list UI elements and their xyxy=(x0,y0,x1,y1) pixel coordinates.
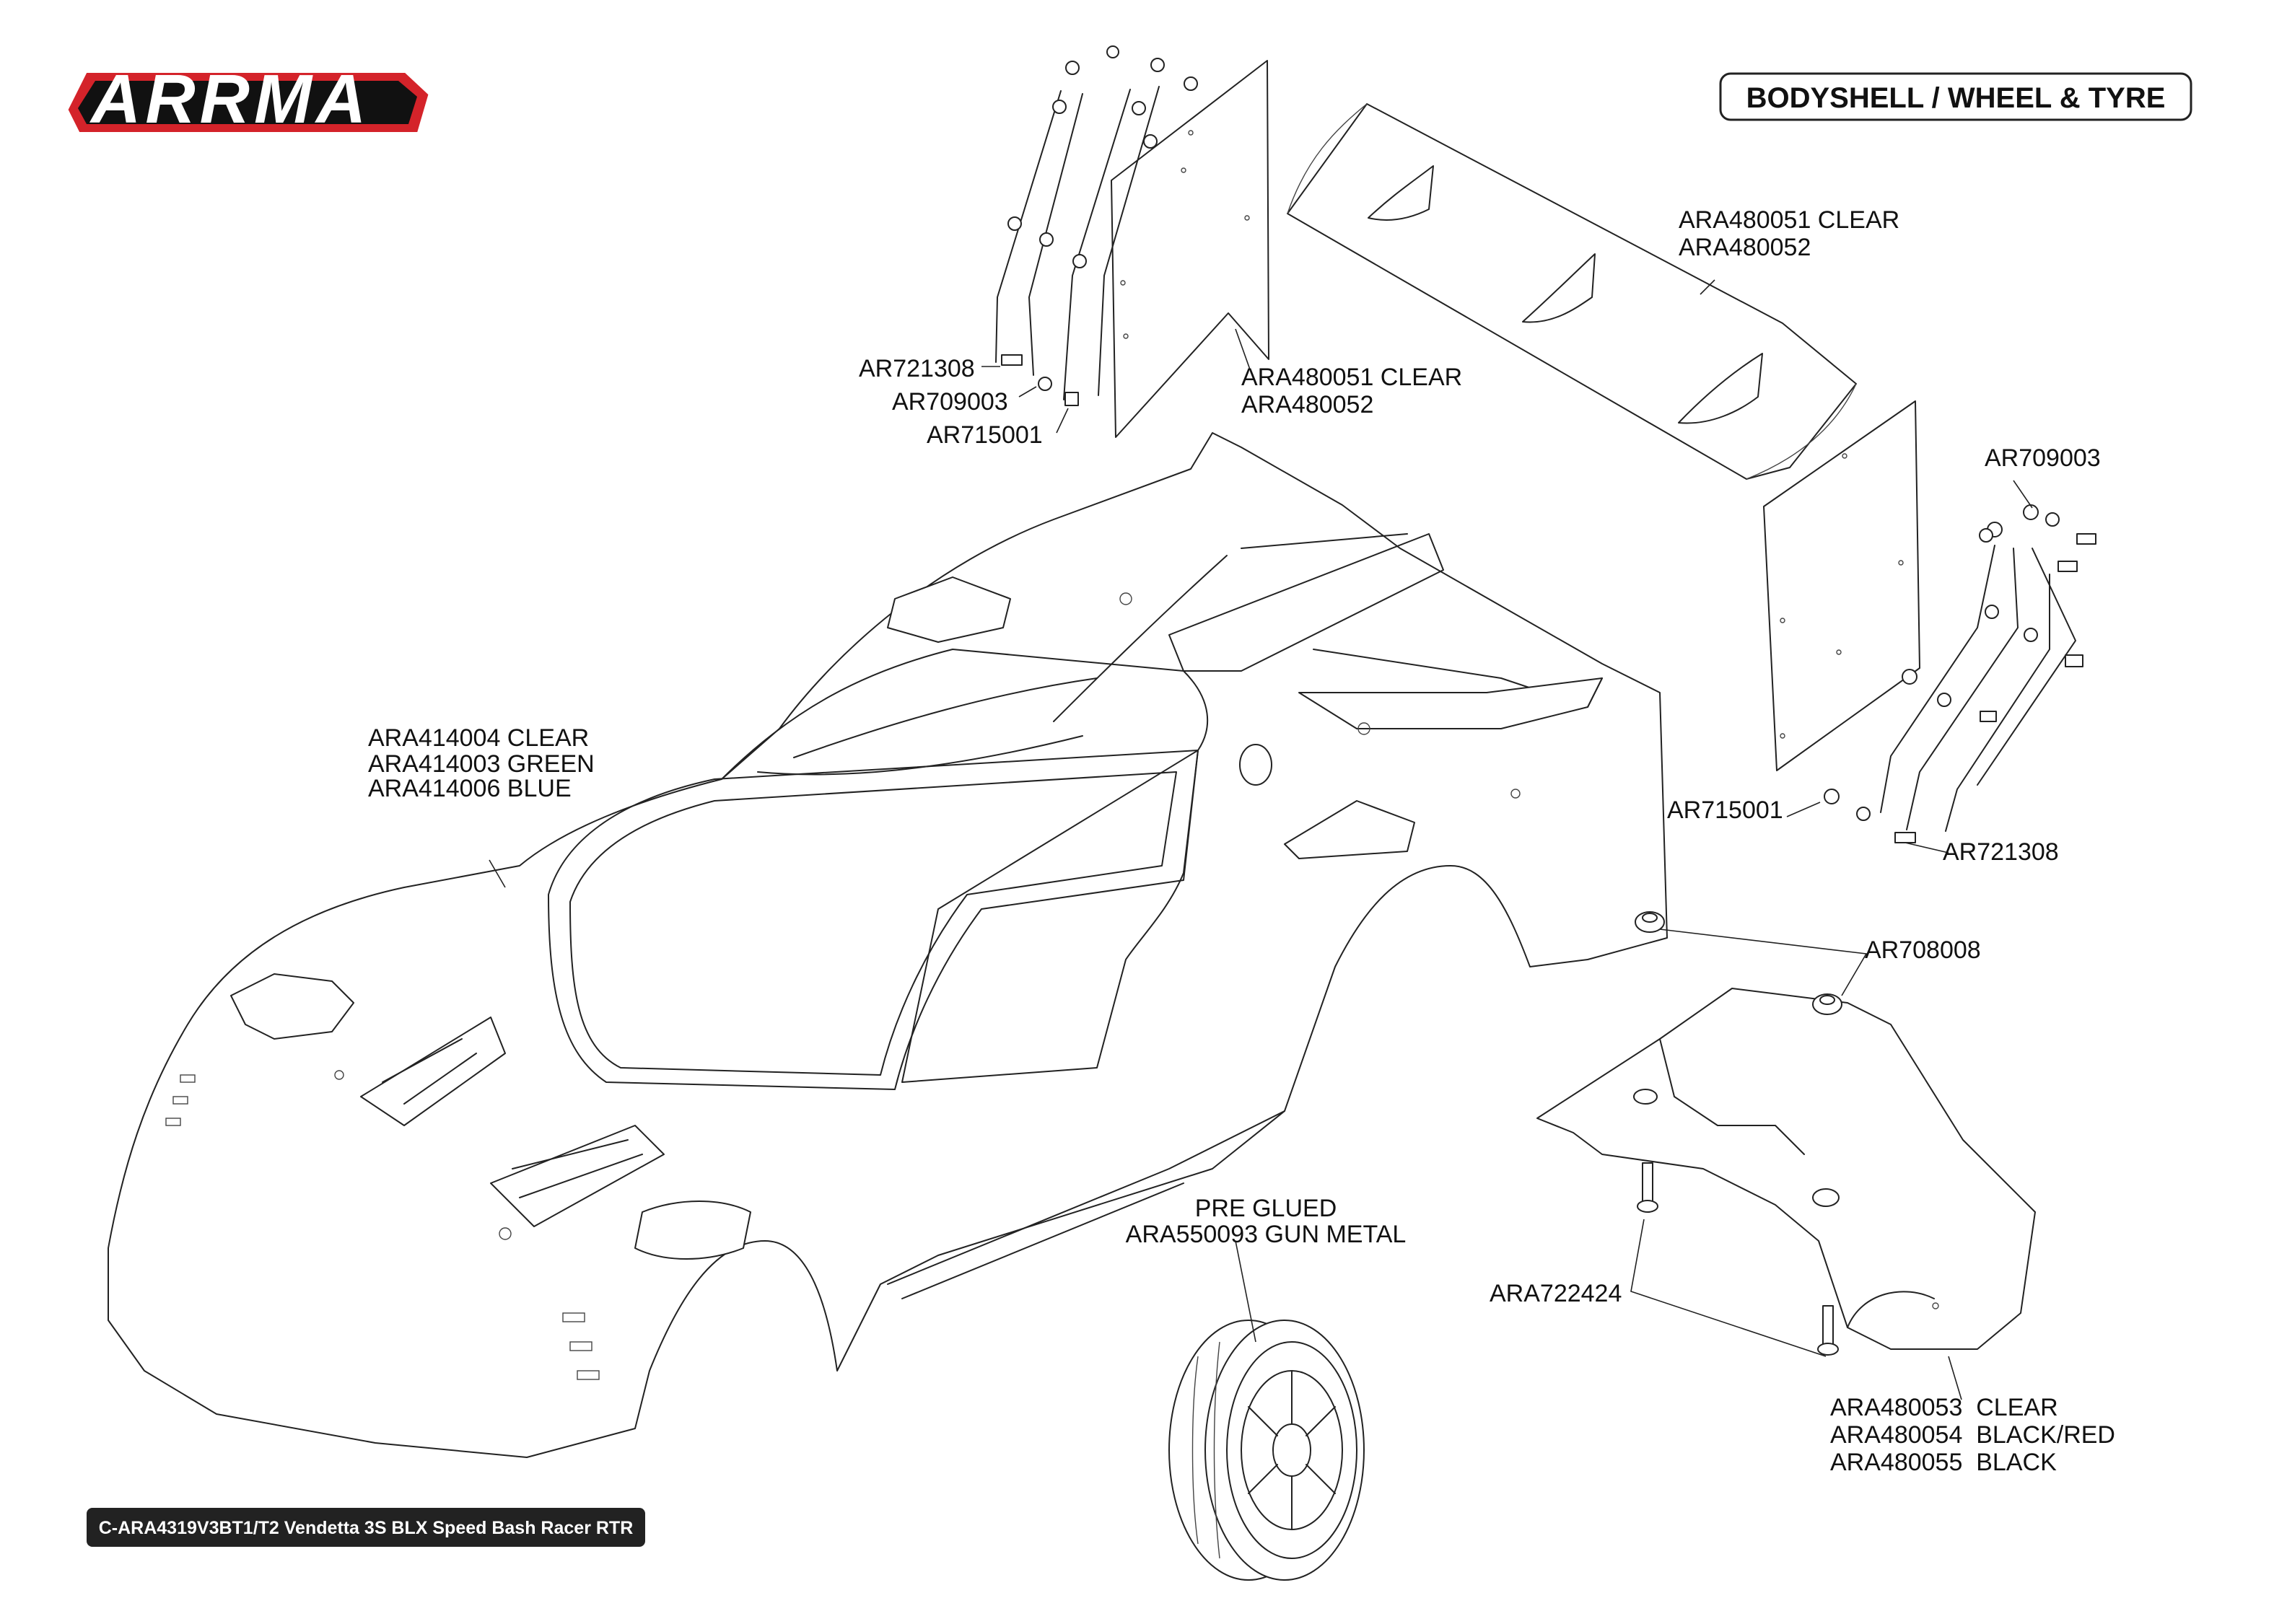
label-left-wing-plate-alt: ARA480052 xyxy=(1241,391,1373,418)
label-diffuser-black-red: ARA480054 BLACK/RED xyxy=(1830,1421,2115,1449)
label-diffuser-clear: ARA480053 CLEAR xyxy=(1830,1394,2058,1421)
label-right-screw: AR721308 xyxy=(1943,838,2059,866)
rear-wing xyxy=(1287,103,1857,480)
body-shell xyxy=(108,432,1668,1458)
left-mount-hardware xyxy=(995,45,1198,406)
footer-model: C-ARA4319V3BT1/T2 Vendetta 3S BLX Speed … xyxy=(99,1518,634,1538)
label-diffuser-black: ARA480055 BLACK xyxy=(1830,1449,2057,1476)
left-wing-plate xyxy=(1111,60,1269,438)
label-rear-wing-alt: ARA480052 xyxy=(1679,234,1811,261)
label-right-washer: AR709003 xyxy=(1985,444,2101,472)
label-right-nut: AR715001 xyxy=(1667,796,1783,824)
wheel-tyre xyxy=(1168,1320,1365,1581)
rear-diffuser xyxy=(1536,911,2036,1356)
logo-text: ARRMA xyxy=(89,61,370,138)
right-wing-plate xyxy=(1763,400,1920,771)
label-top-left-washer: AR709003 xyxy=(892,388,1008,416)
label-left-wing-plate-clear: ARA480051 CLEAR xyxy=(1241,364,1462,391)
label-top-left-nut: AR715001 xyxy=(927,421,1043,449)
label-rear-wing-clear: ARA480051 CLEAR xyxy=(1679,206,1899,234)
label-wheel-pre-glued: PRE GLUED xyxy=(1195,1195,1337,1222)
right-mount-hardware xyxy=(1824,504,2096,843)
leader-lines xyxy=(489,279,2033,1400)
label-top-left-screw: AR721308 xyxy=(859,355,975,382)
label-body-shell-blue: ARA414006 BLUE xyxy=(368,775,572,802)
label-wheel-gun-metal: ARA550093 GUN METAL xyxy=(1126,1221,1407,1248)
label-diffuser-screw: ARA722424 xyxy=(1490,1280,1622,1307)
section-title-box: BODYSHELL / WHEEL & TYRE xyxy=(1719,72,2192,121)
label-body-shell-clear: ARA414004 CLEAR xyxy=(368,724,589,752)
label-diffuser-nut: AR708008 xyxy=(1865,936,1981,964)
label-body-shell-green: ARA414003 GREEN xyxy=(368,750,595,778)
footer-bar: C-ARA4319V3BT1/T2 Vendetta 3S BLX Speed … xyxy=(87,1508,645,1547)
section-title: BODYSHELL / WHEEL & TYRE xyxy=(1746,82,2166,114)
part-labels: AR721308 AR709003 AR715001 ARA480051 CLE… xyxy=(368,206,2115,1476)
arrma-logo: ARRMA xyxy=(68,61,429,138)
